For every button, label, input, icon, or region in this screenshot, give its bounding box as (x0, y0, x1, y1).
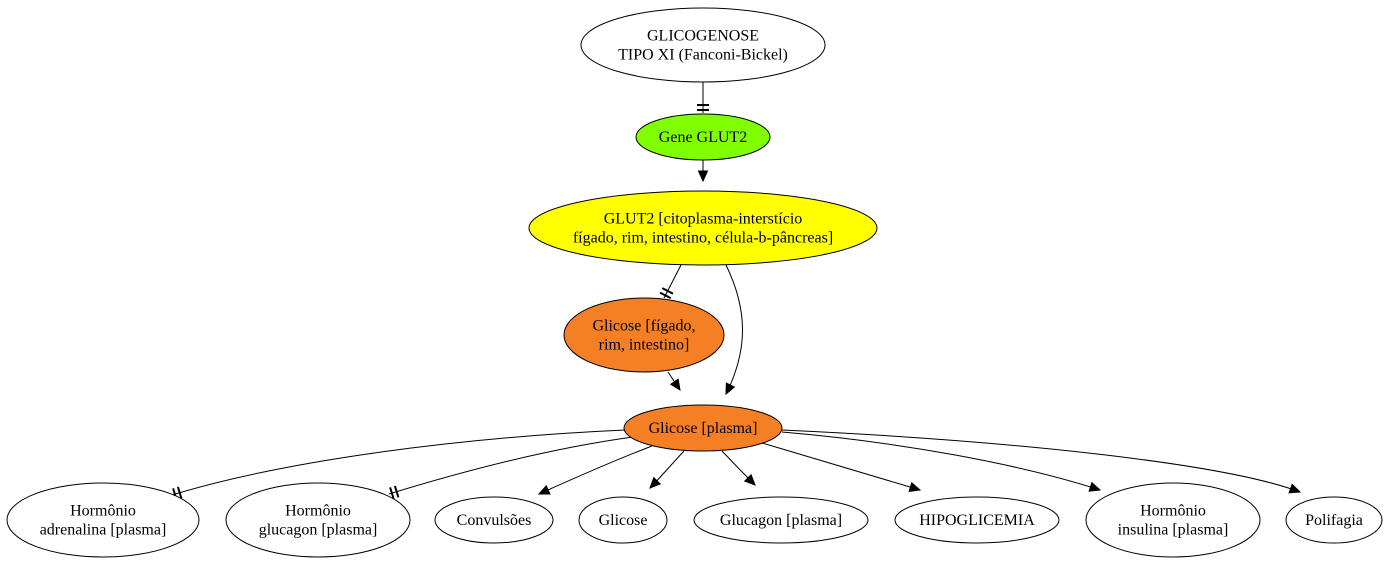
node-glicose-plasma[interactable]: Glicose [plasma] (623, 404, 783, 452)
node-label: Convulsões (457, 512, 532, 529)
arrowhead (908, 481, 922, 493)
edge-glicose-figado-to-glicose-plasma (667, 371, 681, 392)
node-label: Hormônio (1140, 503, 1206, 520)
edge-glicose-plasma-to-hormonio-insulina (781, 431, 1102, 492)
edges-layer (171, 82, 1302, 501)
arrowhead (1288, 483, 1302, 494)
node-glut2[interactable]: GLUT2 [citoplasma-interstício fígado, rim… (528, 190, 878, 266)
inhibit-bar (389, 487, 395, 500)
node-ellipse (528, 190, 878, 266)
node-label: HIPOGLICEMIA (919, 512, 1035, 529)
arrowhead (697, 170, 709, 183)
node-hormonio-glucagon[interactable]: Hormônio glucagon [plasma] (225, 482, 411, 558)
node-label: Glicose (599, 512, 648, 529)
edge-line (538, 445, 653, 495)
edge-glicogenose-to-gene-glut2 (697, 82, 709, 113)
arrowhead (1088, 481, 1102, 492)
node-ellipse (623, 404, 783, 452)
inhibit-bar (661, 287, 674, 295)
arrowhead (649, 476, 662, 489)
node-glicose-figado[interactable]: Glicose [fígado, rim, intestino] (563, 297, 725, 373)
node-label: rim, intestino] (599, 337, 690, 354)
node-label: Glicose [plasma] (649, 420, 758, 437)
node-ellipse (894, 496, 1060, 544)
node-ellipse (580, 7, 826, 83)
edge-line (781, 429, 1301, 493)
edge-glicose-plasma-to-glucagon-plasma (721, 450, 756, 486)
node-label: TIPO XI (Fanconi-Bickel) (618, 47, 788, 64)
node-label: GLICOGENOSE (647, 28, 759, 45)
node-hormonio-adrenalina[interactable]: Hormônio adrenalina [plasma] (6, 482, 200, 558)
node-label: adrenalina [plasma] (40, 522, 167, 539)
inhibit-bar (393, 485, 400, 498)
node-ellipse (1285, 496, 1383, 544)
edge-gene-glut2-to-glut2 (697, 160, 709, 183)
node-hipoglicemia[interactable]: HIPOGLICEMIA (894, 496, 1060, 544)
edge-glicose-plasma-to-hipoglicemia (761, 442, 922, 493)
edge-line (761, 442, 921, 491)
node-ellipse (1085, 482, 1261, 558)
arrowhead (743, 473, 756, 486)
node-label: Gene GLUT2 (659, 129, 747, 146)
node-label: GLUT2 [citoplasma-interstício (604, 211, 803, 228)
edge-line (781, 431, 1101, 491)
node-label: Polifagia (1305, 512, 1363, 529)
arrowhead (725, 382, 736, 396)
node-ellipse (578, 496, 668, 544)
edge-glicose-plasma-to-hormonio-glucagon (388, 436, 634, 500)
edge-line (663, 264, 682, 299)
node-glicogenose[interactable]: GLICOGENOSE TIPO XI (Fanconi-Bickel) (580, 7, 826, 83)
edge-glicose-plasma-to-convulsoes (537, 445, 653, 495)
node-glicose[interactable]: Glicose (578, 496, 668, 544)
node-ellipse (225, 482, 411, 558)
node-ellipse (434, 496, 554, 544)
edge-glut2-to-glicose-figado (659, 264, 682, 299)
node-label: glucagon [plasma] (259, 522, 378, 539)
arrowhead (669, 378, 681, 392)
inhibit-bar (659, 291, 672, 299)
node-label: Hormônio (285, 503, 351, 520)
node-label: fígado, rim, intestino, célula-b-pâncrea… (573, 230, 833, 247)
node-label: Glucagon [plasma] (720, 512, 842, 529)
node-label: insulina [plasma] (1118, 522, 1229, 539)
node-polifagia[interactable]: Polifagia (1285, 496, 1383, 544)
arrowhead (537, 484, 551, 495)
edge-glicose-plasma-to-glicose (649, 450, 685, 489)
node-label: Glicose [fígado, (592, 318, 695, 335)
edge-glut2-to-glicose-plasma (725, 264, 743, 396)
node-label: Hormônio (70, 503, 136, 520)
node-ellipse (6, 482, 200, 558)
node-ellipse (693, 496, 869, 544)
node-hormonio-insulina[interactable]: Hormônio insulina [plasma] (1085, 482, 1261, 558)
node-convulsoes[interactable]: Convulsões (434, 496, 554, 544)
node-gene-glut2[interactable]: Gene GLUT2 (635, 113, 771, 161)
edge-glicose-plasma-to-polifagia (781, 429, 1302, 494)
edge-line (725, 264, 743, 395)
node-ellipse (635, 113, 771, 161)
node-ellipse (563, 297, 725, 373)
nodes-layer: GLICOGENOSE TIPO XI (Fanconi-Bickel) Gene … (6, 7, 1383, 558)
inhibit-bar (176, 486, 183, 499)
edge-line (388, 436, 634, 495)
node-glucagon-plasma[interactable]: Glucagon [plasma] (693, 496, 869, 544)
edge-line (171, 429, 626, 496)
edge-glicose-plasma-to-hormonio-adrenalina (171, 429, 626, 501)
